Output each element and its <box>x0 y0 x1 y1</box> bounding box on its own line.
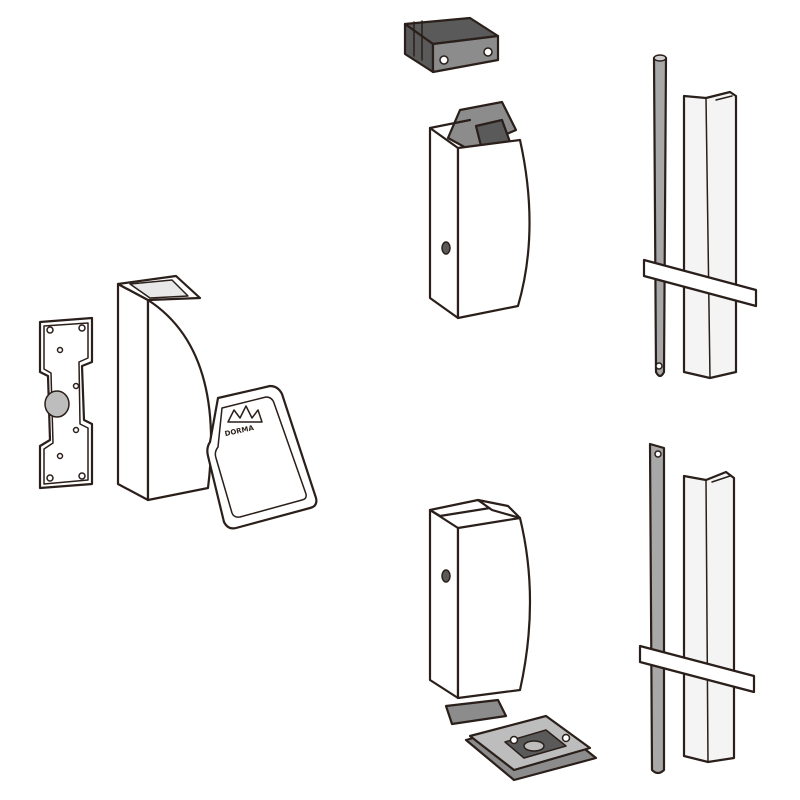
crown-icon <box>227 405 263 423</box>
lower-rod <box>648 442 666 775</box>
upper-housing <box>428 100 531 320</box>
main-housing <box>116 274 213 502</box>
lower-rail-strap <box>638 644 756 694</box>
upper-housing-hole <box>441 241 451 255</box>
upper-channel <box>682 90 738 380</box>
mounting-plate <box>38 316 94 490</box>
upper-rod <box>652 54 668 378</box>
lower-housing <box>428 498 532 726</box>
cover-plate: DORMA <box>206 384 318 530</box>
bottom-strike-plate <box>464 714 598 782</box>
plate-center-hole <box>44 390 70 418</box>
lower-channel <box>682 470 736 764</box>
top-guide-block <box>403 16 500 74</box>
lower-housing-hole <box>441 569 451 583</box>
upper-rail-strap <box>642 258 758 308</box>
